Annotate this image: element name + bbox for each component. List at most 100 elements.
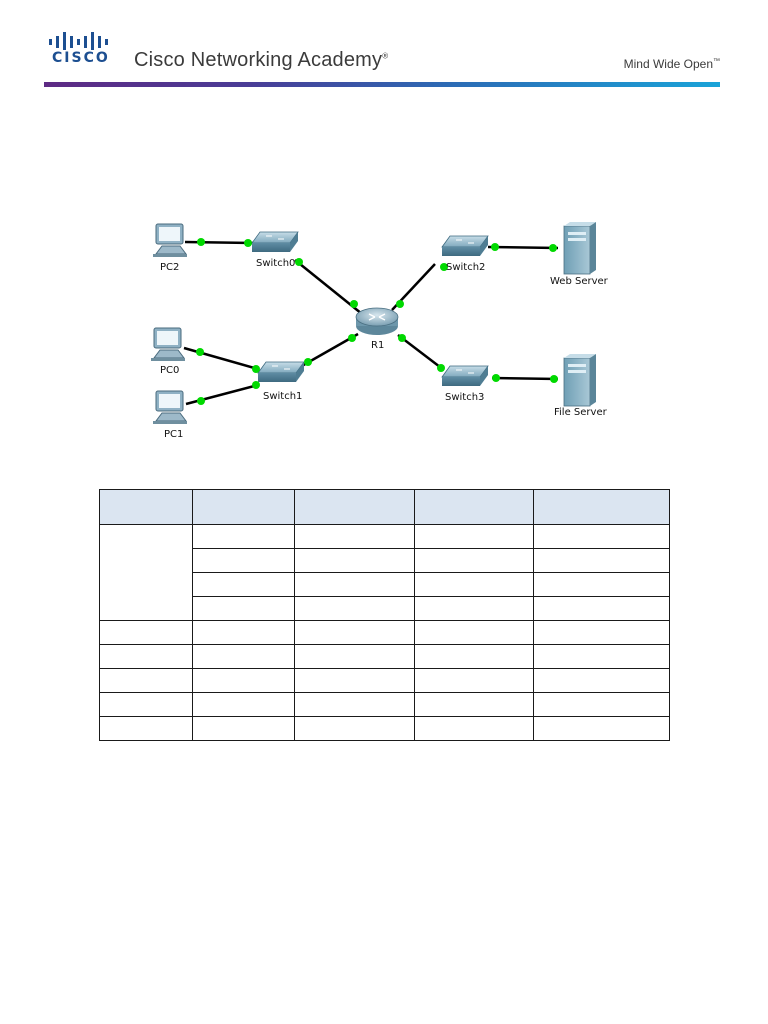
table-header-cell (294, 489, 415, 525)
link-pc1-switch1 (185, 383, 259, 406)
table-cell (414, 596, 534, 621)
table-header-cell (99, 489, 193, 525)
web-server-label: Web Server (550, 276, 608, 287)
table-cell (533, 644, 670, 669)
port-light-switch3-a (437, 364, 445, 372)
port-light-r1-b (396, 300, 404, 308)
switch2-label: Switch2 (446, 262, 486, 273)
port-light-switch1-a (252, 365, 260, 373)
port-light-r1-c (348, 334, 356, 342)
table-cell (99, 620, 193, 645)
table-cell (294, 572, 415, 597)
switch0-label: Switch0 (256, 258, 296, 269)
link-pc0-switch1 (183, 346, 259, 371)
table-row (99, 668, 670, 693)
table-cell (414, 692, 534, 717)
port-light-switch1-b (252, 381, 260, 389)
table-cell (294, 644, 415, 669)
table-cell (99, 668, 193, 693)
table-cell (414, 716, 534, 741)
table-cell (192, 716, 295, 741)
table-cell (294, 716, 415, 741)
table-row (100, 548, 670, 573)
table-row (100, 572, 670, 597)
table-cell (533, 692, 670, 717)
port-light-switch2-a (440, 263, 448, 271)
pc0-icon[interactable] (151, 327, 185, 361)
link-switch0-r1 (294, 259, 373, 323)
port-light-fileserver (550, 375, 558, 383)
table-row (100, 596, 670, 621)
table-cell (533, 620, 670, 645)
pc1-label: PC1 (164, 429, 184, 440)
port-light-switch0-a (244, 239, 252, 247)
table-cell (414, 524, 534, 549)
port-light-pc2 (197, 238, 205, 246)
table-cell (533, 596, 670, 621)
header-divider (44, 82, 720, 87)
table-cell-merged (99, 524, 193, 621)
file-server-label: File Server (554, 407, 607, 418)
table-cell (533, 548, 670, 573)
r1-label: R1 (371, 340, 385, 351)
port-light-pc0 (196, 348, 204, 356)
table-cell (533, 524, 670, 549)
cisco-logo-icon (49, 32, 108, 50)
tagline: Mind Wide Open™ (623, 57, 720, 71)
table-cell (294, 596, 415, 621)
table-cell (533, 572, 670, 597)
table-cell (294, 668, 415, 693)
addressing-table (99, 489, 670, 741)
table-header-cell (192, 489, 295, 525)
table-cell (294, 620, 415, 645)
document-header: CISCO Cisco Networking Academy® Mind Wid… (44, 30, 720, 88)
table-cell (533, 716, 670, 741)
pc0-label: PC0 (160, 365, 180, 376)
switch0-icon[interactable] (251, 231, 299, 252)
table-cell (294, 692, 415, 717)
port-light-r1-d (398, 334, 406, 342)
link-switch2-webserver (487, 245, 559, 250)
table-cell (414, 548, 534, 573)
web-server-icon[interactable] (563, 222, 596, 275)
table-row (99, 524, 670, 621)
table-cell (414, 620, 534, 645)
table-cell (192, 620, 295, 645)
topology-canvas (151, 222, 596, 424)
table-header-cell (414, 489, 534, 525)
port-light-webserver (549, 244, 557, 252)
table-cell (533, 668, 670, 693)
table-header-cell (533, 489, 670, 525)
r1-router-icon[interactable] (355, 307, 399, 335)
table-cell (294, 524, 415, 549)
switch3-icon[interactable] (441, 365, 489, 386)
table-cell (99, 716, 193, 741)
port-light-switch2-b (491, 243, 499, 251)
table-header-row (99, 489, 670, 525)
file-server-icon[interactable] (563, 354, 596, 407)
switch2-icon[interactable] (441, 235, 489, 256)
table-cell (99, 692, 193, 717)
table-cell (192, 668, 295, 693)
port-status-lights (196, 238, 558, 405)
network-topology: PC2 PC0 PC1 Switch0 Switch1 Switch2 Swit… (130, 210, 640, 450)
port-light-pc1 (197, 397, 205, 405)
switch1-icon[interactable] (257, 361, 305, 382)
table-row (99, 692, 670, 717)
switch3-label: Switch3 (445, 392, 485, 403)
table-cell (414, 572, 534, 597)
academy-title: Cisco Networking Academy® (134, 49, 389, 71)
pc1-icon[interactable] (153, 390, 187, 424)
port-light-switch1-c (304, 358, 312, 366)
table-cell (414, 668, 534, 693)
table-cell (192, 572, 295, 597)
port-light-r1-a (350, 300, 358, 308)
table-cell (294, 548, 415, 573)
table-cell (192, 524, 295, 549)
table-row (99, 644, 670, 669)
table-row (99, 716, 670, 741)
port-light-switch3-b (492, 374, 500, 382)
table-cell (192, 548, 295, 573)
pc2-icon[interactable] (153, 223, 187, 257)
table-cell (192, 692, 295, 717)
